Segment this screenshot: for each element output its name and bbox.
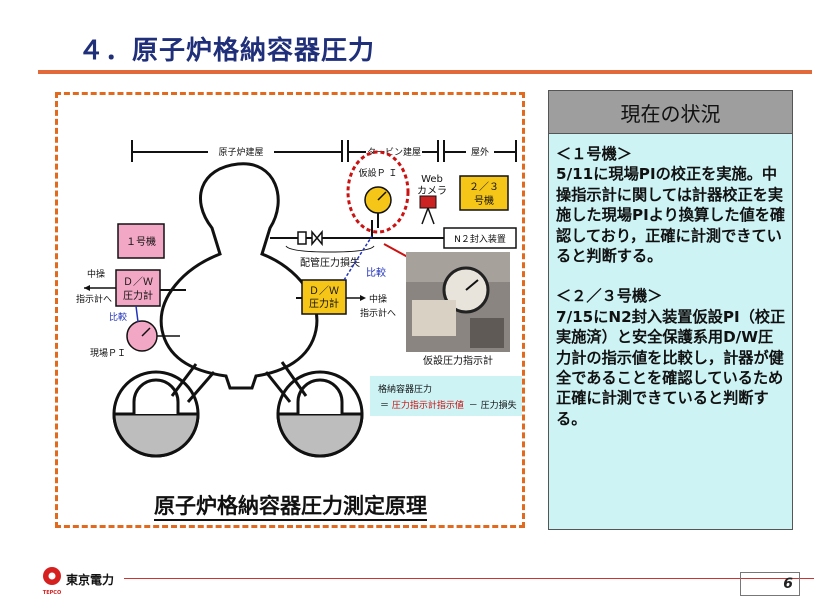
n2-device-label: N２封入装置 [454, 233, 506, 245]
gauge-photo [406, 252, 510, 352]
formula-box [370, 376, 522, 416]
tepco-logo-icon: TEPCO [42, 567, 62, 596]
to-control-right-2: 指示計へ [360, 307, 396, 319]
temp-pi-label: 仮設Ｐ Ｉ [359, 167, 398, 179]
footer-company: 東京電力 [66, 573, 115, 587]
arrow-to-control-right [360, 295, 366, 301]
dw-gauge-right-label-1: Ｄ／Ｗ [309, 285, 339, 297]
n2-pipe-valve [297, 231, 307, 245]
svg-text:＝ 圧力指示計指示値 － 圧力損失: ＝ 圧力指示計指示値 － 圧力損失 [380, 399, 517, 411]
to-control-left-1: 中操 [87, 268, 105, 280]
label-reactor-building: 原子炉建屋 [218, 146, 263, 158]
unit23-box [459, 175, 509, 211]
to-control-right-1: 中操 [369, 293, 387, 305]
n2-device-box [443, 227, 517, 249]
title-underline [38, 70, 812, 74]
status-body: ＜１号機＞ 5/11に現場PIの校正を実施。中操指示計に関しては計器校正を実施した… [548, 134, 793, 530]
suppression-chamber-right [276, 370, 364, 458]
formula-rest: － 圧力損失 [469, 399, 517, 411]
label-outdoor: 屋外 [471, 146, 489, 158]
dw-gauge-right-label-2: 圧力計 [309, 297, 339, 310]
unit1-heading: ＜１号機＞ [556, 145, 632, 163]
status-header: 現在の状況 [548, 90, 793, 134]
principle-title: 原子炉格納容器圧力測定原理 [0, 490, 581, 521]
dw-gauge-left-label-1: Ｄ／Ｗ [123, 276, 153, 288]
unit23-heading: ＜２／３号機＞ [556, 287, 663, 306]
compare-label: 比較 [366, 266, 386, 279]
web-camera-icon [419, 195, 437, 225]
compare-arrow-left [135, 305, 139, 323]
web-camera-label-1: Web [421, 174, 443, 185]
section-dimensions [131, 140, 517, 162]
pipe-loss-label: 配管圧力損失 [300, 256, 360, 269]
formula-red: 圧力指示計指示値 [392, 399, 464, 411]
dw-gauge-left-label-2: 圧力計 [123, 289, 153, 302]
unit23-text: 7/15にN2封入装置仮設PI（校正実施済）と安全保護系用D/W圧力計の指示値を… [556, 307, 786, 428]
unit1-text: 5/11に現場PIの校正を実施。中操指示計に関しては計器校正を実施した現場PIよ… [556, 165, 786, 266]
containment-vessel [159, 162, 319, 390]
footer-rule [124, 578, 814, 579]
svg-text:TEPCO: TEPCO [43, 590, 61, 596]
to-control-left-2: 指示計へ [76, 293, 112, 305]
web-camera-label-2: カメラ [417, 185, 447, 197]
temp-pi-highlight [346, 150, 410, 234]
arrow-to-control-left [84, 285, 90, 291]
diagram-frame [55, 92, 525, 528]
page-title: ４．原子炉格納容器圧力 [78, 36, 376, 66]
n2-valve-icon [311, 229, 323, 247]
unit23-label-2: 号機 [474, 194, 494, 207]
suppression-chamber-left [112, 370, 200, 458]
unit1-label: １号機 [126, 235, 156, 248]
compare-label-left: 比較 [109, 311, 127, 323]
vent-pipes [170, 361, 308, 403]
photo-caption: 仮設圧力指示計 [423, 354, 493, 367]
compare-arrow [343, 235, 373, 281]
label-turbine-building: タービン建屋 [367, 146, 421, 158]
dw-gauge-right [301, 279, 347, 315]
formula-line1: 格納容器圧力 [378, 383, 432, 395]
unit23-label-1: ２／３ [469, 181, 499, 193]
page-number: 6 [740, 572, 800, 596]
unit1-box [117, 223, 165, 259]
pipe-loss-bracket [285, 245, 375, 253]
formula-eq: ＝ [380, 401, 389, 411]
local-pi-label: 現場ＰＩ [90, 347, 126, 359]
